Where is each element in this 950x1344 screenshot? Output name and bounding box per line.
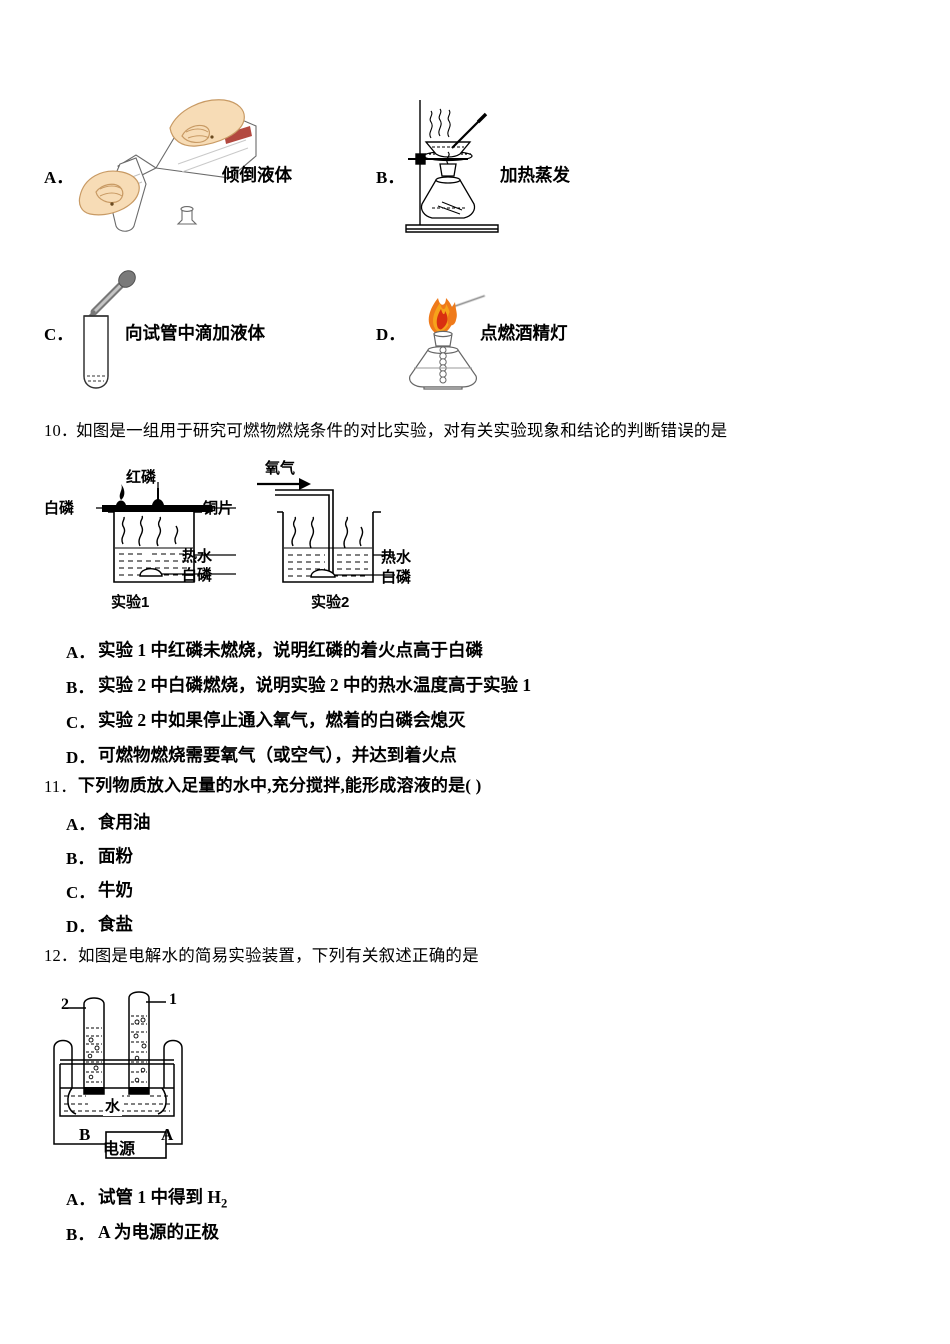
option-letter-a-pouring: A． [44,168,74,187]
caption-experiment-2: 实验2 [311,594,350,611]
question-11-stem: 下列物质放入足量的水中,充分搅拌,能形成溶液的是( ) [78,776,482,795]
label-copper-sheet-exp1: 铜片 [203,500,234,517]
caption-heating-evaporation: 加热蒸发 [500,165,570,185]
q11-option-d-letter: D． [66,917,96,936]
caption-pouring-liquid: 倾倒液体 [222,165,292,185]
q12-option-a-letter: A． [66,1190,96,1209]
q11-option-c-letter: C． [66,883,96,902]
question-10-number: 10． [44,421,78,440]
q10-option-b-text: 实验 2 中白磷燃烧，说明实验 2 中的热水温度高于实验 1 [98,675,532,695]
question-11-number: 11． [44,777,77,796]
label-water: 水 [103,1095,123,1116]
q11-option-a-letter: A． [66,815,96,834]
label-electrode-a: A [161,1125,174,1144]
illustration-heating-evaporation [402,92,517,242]
q12-option-b-letter: B． [66,1225,95,1244]
q12-option-a-text-main: 试管 1 中得到 H [98,1187,221,1207]
q11-option-d-text: 食盐 [98,914,133,934]
q11-option-a-text: 食用油 [98,812,151,832]
q10-option-c-letter: C． [66,713,96,732]
q10-option-c-text: 实验 2 中如果停止通入氧气，燃着的白磷会熄灭 [98,710,466,730]
question-12-stem: 如图是电解水的简易实验装置，下列有关叙述正确的是 [78,946,479,965]
label-hot-water-exp1: 热水 [182,548,213,565]
label-white-phosphorus-exp2: 白磷 [381,569,412,586]
caption-dropper-into-test-tube: 向试管中滴加液体 [125,323,265,343]
label-tube-2: 2 [61,996,69,1013]
illustration-dropper-into-test-tube [70,268,140,390]
caption-lighting-alcohol-lamp: 点燃酒精灯 [480,323,568,343]
label-power-source: 电源 [103,1141,136,1158]
figure-experiment-1 [90,470,236,600]
q12-option-b-text: A 为电源的正极 [98,1222,220,1242]
q10-option-d-text: 可燃物燃烧需要氧气（或空气），并达到着火点 [98,745,457,765]
caption-experiment-1: 实验1 [111,594,150,611]
q10-option-a-text: 实验 1 中红磷未燃烧，说明红磷的着火点高于白磷 [98,640,483,660]
label-oxygen-exp2: 氧气 [265,460,296,477]
q12-option-a-subscript: 2 [221,1196,228,1211]
q11-option-b-letter: B． [66,849,95,868]
question-10-stem: 如图是一组用于研究可燃物燃烧条件的对比实验，对有关实验现象和结论的判断错误的是 [76,421,728,440]
label-white-phosphorus-top-exp1: 白磷 [44,500,75,517]
q10-option-a-letter: A． [66,643,96,662]
figure-experiment-2 [255,462,405,602]
label-red-phosphorus-exp1: 红磷 [126,469,157,486]
q11-option-b-text: 面粉 [98,846,133,866]
q10-option-d-letter: D． [66,748,96,767]
label-electrode-b: B [79,1125,91,1144]
illustration-lighting-alcohol-lamp [398,288,498,390]
label-hot-water-exp2: 热水 [381,549,412,566]
figure-electrolysis-apparatus [44,984,244,1164]
q12-option-a-text: 试管 1 中得到 H2 [98,1184,227,1212]
option-letter-c-dropper: C． [44,325,74,344]
illustration-pouring-liquid [78,92,278,232]
question-12-number: 12． [44,946,78,965]
option-letter-b-heating: B． [376,168,405,187]
q10-option-b-letter: B． [66,678,95,697]
option-letter-d-lighting-lamp: D． [376,325,406,344]
q11-option-c-text: 牛奶 [98,880,133,900]
label-tube-1: 1 [169,991,177,1008]
label-white-phosphorus-bottom-exp1: 白磷 [182,567,213,584]
